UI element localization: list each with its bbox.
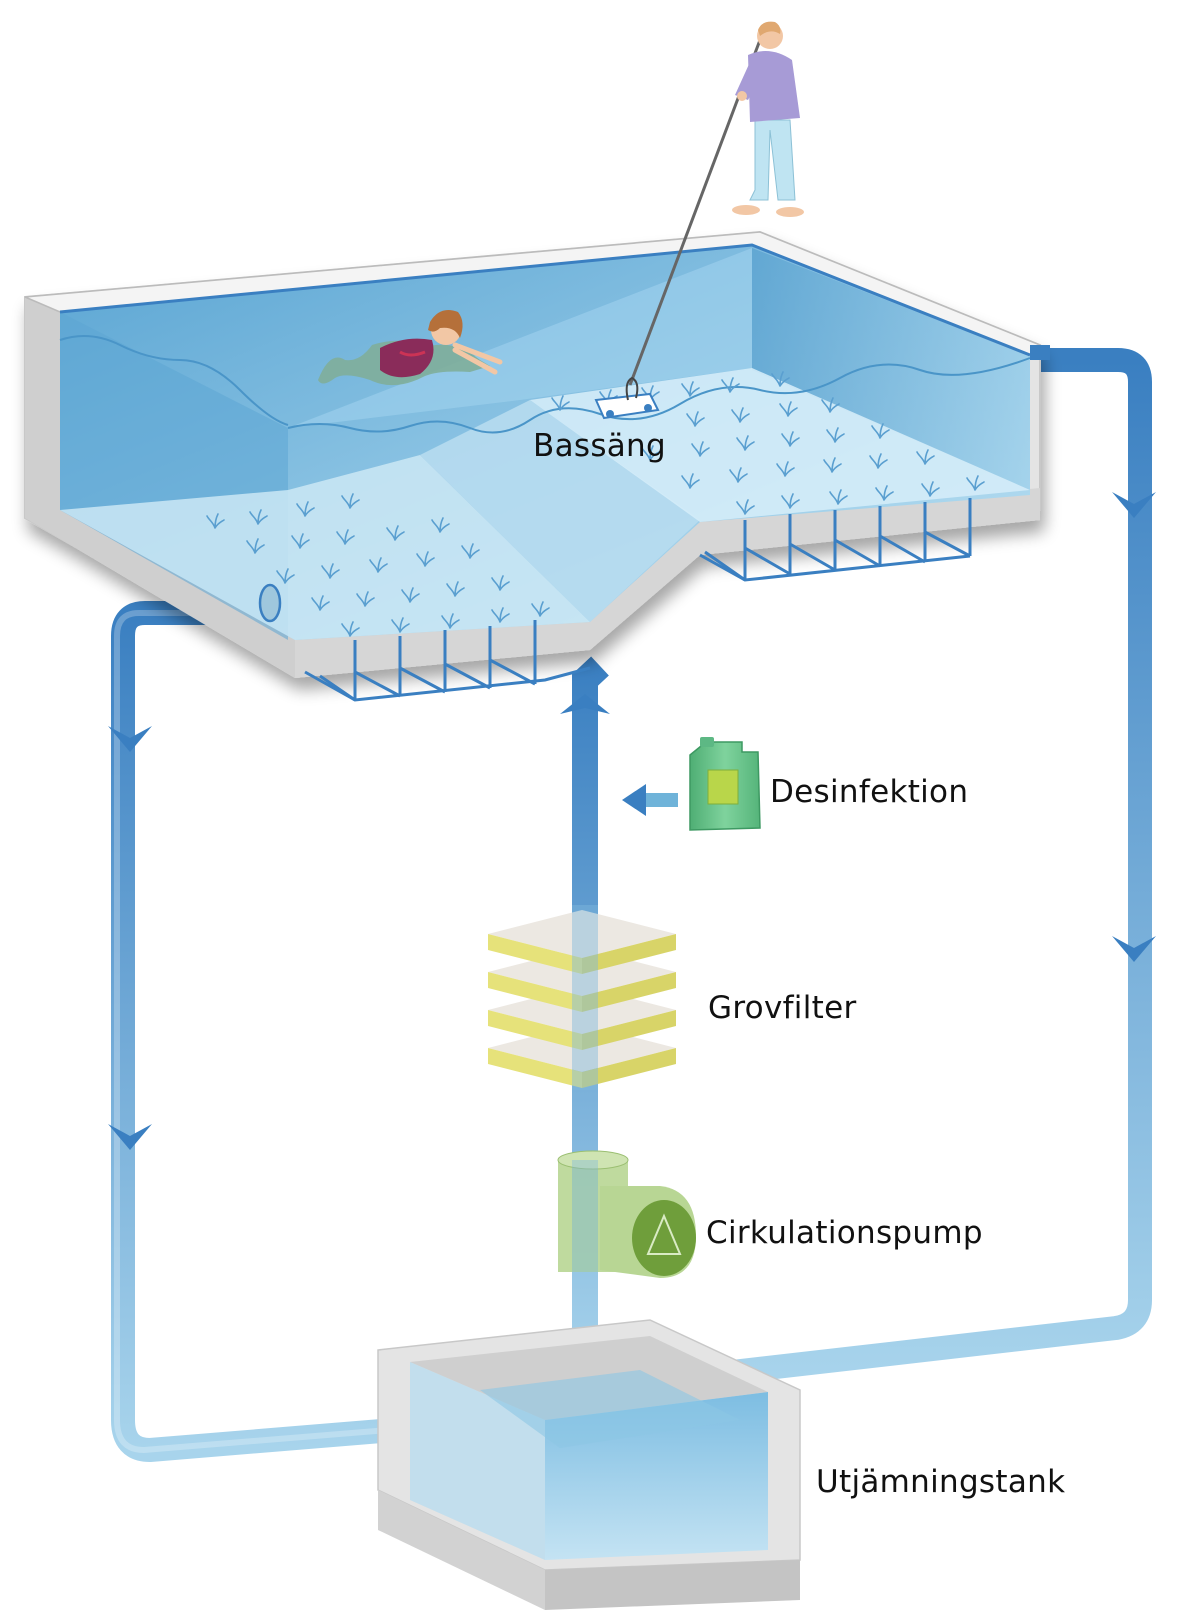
pool-water bbox=[24, 231, 1042, 640]
inlet-manifold-shallow bbox=[304, 620, 591, 702]
pipe-network bbox=[111, 348, 1152, 1462]
central-pipe bbox=[572, 656, 609, 1385]
pool-label: Bassäng bbox=[533, 428, 666, 464]
balance-tank bbox=[377, 1319, 801, 1610]
inlet-manifold-deep bbox=[699, 498, 972, 582]
swimmer-icon bbox=[318, 309, 503, 386]
right-pipe bbox=[678, 348, 1152, 1390]
circulation-pump-label: Cirkulationspump bbox=[706, 1215, 983, 1251]
balance-tank-label: Utjämningstank bbox=[816, 1464, 1066, 1500]
left-pipe bbox=[111, 601, 541, 1462]
person-with-pool-vacuum-icon bbox=[628, 21, 804, 386]
circulation-pump-icon bbox=[557, 1150, 696, 1278]
overflow-outlet bbox=[1030, 345, 1050, 360]
coarse-filter-icon bbox=[488, 905, 676, 1090]
chemical-canister-icon bbox=[689, 737, 761, 831]
pool-side-outlet bbox=[258, 583, 282, 623]
pool-cleaner-robot-icon bbox=[594, 376, 660, 420]
coarse-filter-label: Grovfilter bbox=[708, 990, 857, 1026]
disinfection-label: Desinfektion bbox=[770, 774, 969, 810]
